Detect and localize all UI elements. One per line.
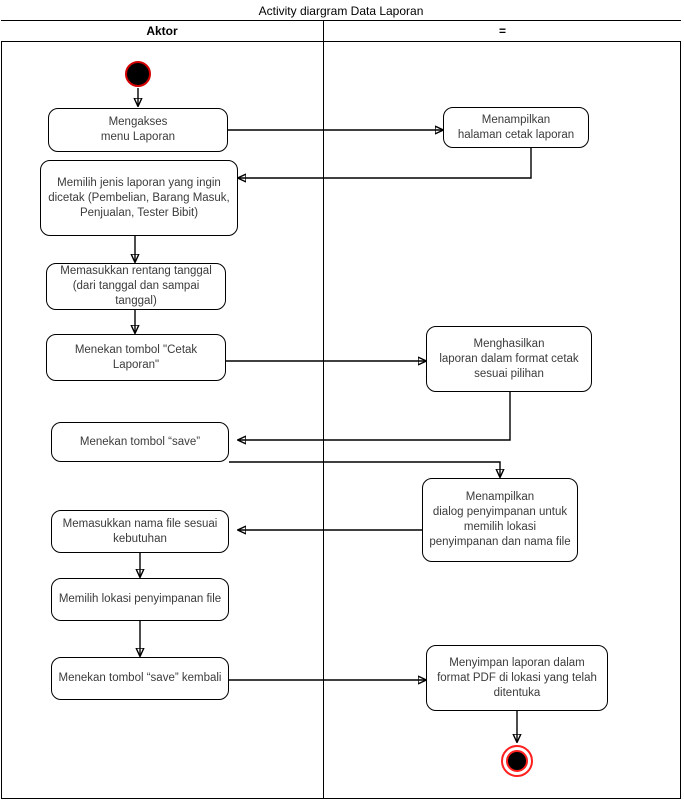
activity-memasukkan-rentang-tanggal[interactable]: Memasukkan rentang tanggal (dari tanggal…: [46, 263, 226, 310]
swimlane-divider: [323, 21, 324, 799]
activity-menekan-tombol-save[interactable]: Menekan tombol “save”: [51, 422, 229, 462]
activity-mengakses-menu-laporan[interactable]: Mengakses menu Laporan: [48, 108, 228, 152]
activity-menyimpan-laporan-pdf[interactable]: Menyimpan laporan dalam format PDF di lo…: [426, 645, 608, 711]
activity-menghasilkan-laporan-format-cetak[interactable]: Menghasilkan laporan dalam format cetak …: [426, 326, 592, 392]
final-node: [501, 745, 533, 777]
activity-memilih-jenis-laporan[interactable]: Memilih jenis laporan yang ingin dicetak…: [40, 160, 238, 236]
activity-menampilkan-halaman-cetak-laporan[interactable]: Menampilkan halaman cetak laporan: [443, 107, 589, 148]
activity-menekan-tombol-cetak-laporan[interactable]: Menekan tombol "Cetak Laporan": [46, 334, 226, 381]
swimlane-header-sistem: =: [323, 21, 681, 42]
swimlane-header-aktor: Aktor: [1, 21, 323, 42]
activity-menekan-tombol-save-kembali[interactable]: Menekan tombol “save” kembali: [51, 657, 229, 700]
activity-memilih-lokasi-penyimpanan-file[interactable]: Memilih lokasi penyimpanan file: [51, 578, 229, 621]
activity-menampilkan-dialog-penyimpanan[interactable]: Menampilkan dialog penyimpanan untuk mem…: [422, 478, 578, 562]
final-node-core: [506, 750, 528, 772]
initial-node: [125, 61, 151, 87]
diagram-title: Activity diargram Data Laporan: [1, 1, 681, 21]
activity-memasukkan-nama-file[interactable]: Memasukkan nama file sesuai kebutuhan: [51, 510, 229, 553]
